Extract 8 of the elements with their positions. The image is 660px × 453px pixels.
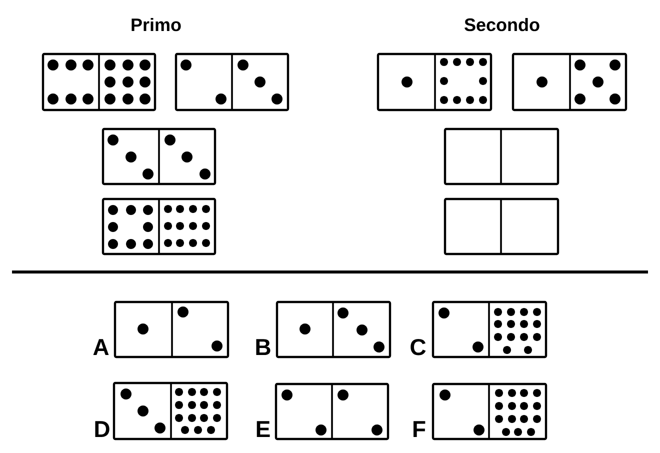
column-heading: Secondo: [464, 18, 540, 32]
option-letter: E: [256, 421, 270, 437]
option-letter: A: [93, 339, 109, 355]
option-letter: B: [256, 339, 270, 355]
option-letter: D: [95, 421, 110, 437]
column-heading: Primo: [132, 18, 181, 32]
option-letter: C: [410, 338, 426, 356]
option-letter: F: [414, 421, 426, 437]
